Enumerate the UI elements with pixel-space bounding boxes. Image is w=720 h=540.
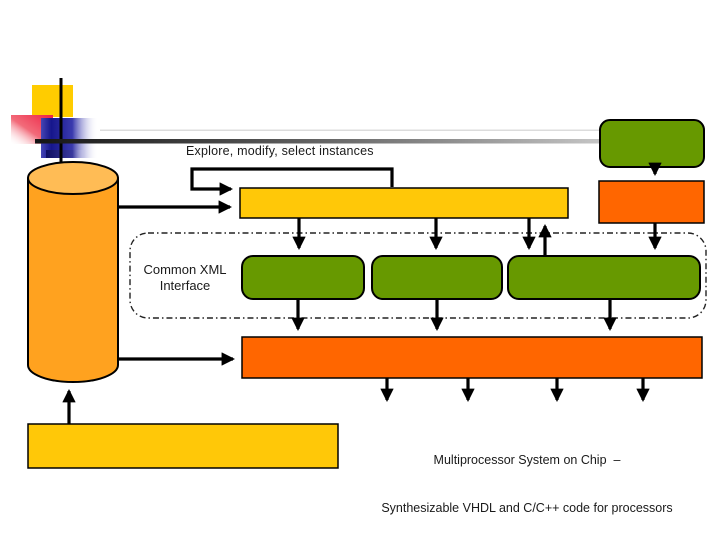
thin-rule-line <box>100 129 605 131</box>
cylinder-datastore <box>27 161 119 383</box>
middle-wide-bar <box>241 336 703 379</box>
common-xml-dashed-container <box>129 232 707 319</box>
bottom-left-bar <box>27 423 339 469</box>
corner-ornament <box>11 78 703 164</box>
cylinder-top <box>27 161 119 195</box>
gradient-rule-line <box>35 139 703 144</box>
explore-label: Explore, modify, select instances <box>186 144 374 158</box>
top-wide-bar <box>239 187 569 219</box>
ornament-vertical-line <box>59 78 63 164</box>
caption-label: Multiprocessor System on Chip – Synthesi… <box>349 420 705 540</box>
xml-interface-module-3 <box>507 255 701 300</box>
arrow-explore-loop <box>190 167 394 196</box>
ornament-gold-square <box>32 85 73 117</box>
xml-interface-module-2 <box>371 255 503 300</box>
arrows <box>62 162 662 424</box>
ornament-navy-strip <box>46 150 84 158</box>
cylinder-body <box>27 177 119 383</box>
xml-interface-module-1 <box>241 255 365 300</box>
top-right-rounded-box <box>599 119 705 168</box>
common-xml-label: Common XML Interface <box>133 262 237 294</box>
common-xml-label-line1: Common XML <box>143 262 227 277</box>
top-right-box <box>598 180 705 224</box>
common-xml-label-line2: Interface <box>159 278 211 293</box>
caption-line1: Multiprocessor System on Chip – <box>433 453 621 467</box>
caption-line2: Synthesizable VHDL and C/C++ code for pr… <box>381 501 673 515</box>
